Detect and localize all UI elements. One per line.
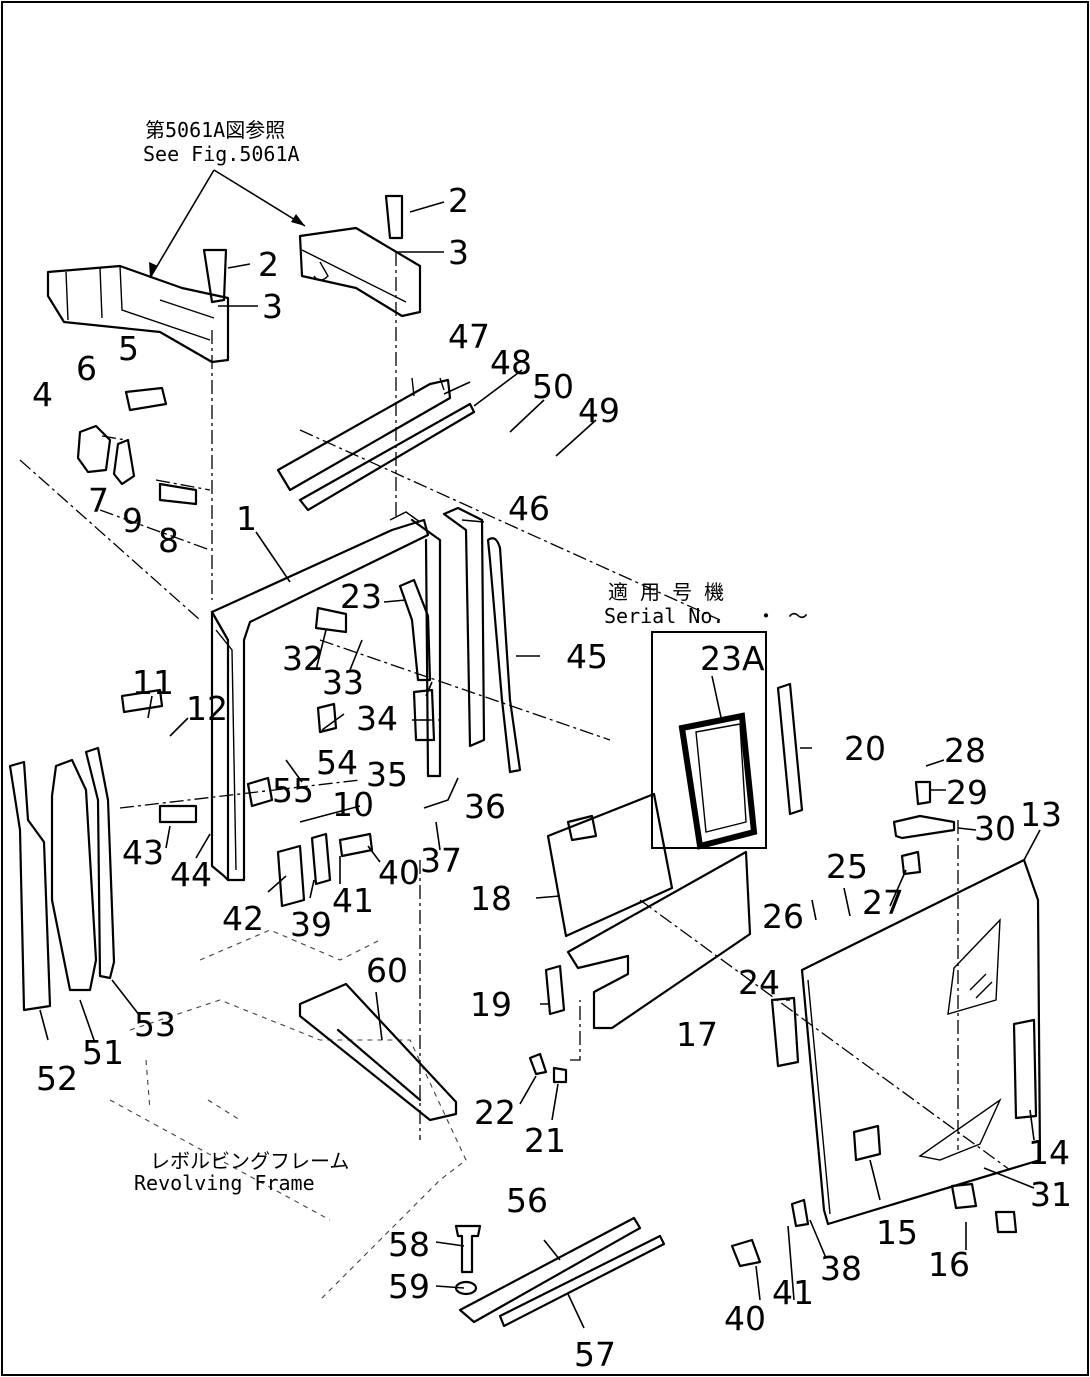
alignment-lines [19, 252, 1011, 1171]
arrowheads [149, 214, 305, 278]
callout-9: 9 [122, 501, 143, 540]
serial-inset-box [651, 631, 767, 849]
callout-26: 26 [762, 897, 804, 936]
callout-39: 39 [290, 905, 332, 944]
callout-11: 11 [132, 663, 174, 702]
lower-rail [458, 1216, 666, 1328]
revolving-frame-outline [109, 929, 467, 1301]
callout-25: 25 [826, 847, 868, 886]
side-trims [398, 506, 522, 774]
callout-57: 57 [574, 1335, 616, 1374]
callout-30: 30 [974, 809, 1016, 848]
callout-35: 35 [366, 755, 408, 794]
lower-bolt [454, 1224, 482, 1296]
callout-45: 45 [566, 637, 608, 676]
callout-21: 21 [524, 1121, 566, 1160]
serial-note-en: Serial No. [604, 604, 724, 628]
left-fasteners [76, 194, 436, 908]
callout-4: 4 [32, 375, 53, 414]
callout-42: 42 [222, 899, 264, 938]
callout-10: 10 [332, 785, 374, 824]
callout-34: 34 [356, 699, 398, 738]
callout-6: 6 [76, 349, 97, 388]
callout-55: 55 [272, 771, 314, 810]
callout-56: 56 [506, 1181, 548, 1220]
callout-54: 54 [316, 743, 358, 782]
callout-3: 3 [448, 233, 469, 272]
callout-23: 23 [340, 577, 382, 616]
left-trims [8, 746, 116, 1012]
callout-23a: 23A [700, 639, 765, 678]
callout-27: 27 [862, 883, 904, 922]
callout-28: 28 [944, 731, 986, 770]
callout-33: 33 [322, 663, 364, 702]
callout-7: 7 [88, 481, 109, 520]
callout-38: 38 [820, 1249, 862, 1288]
callout-leaders [39, 201, 1041, 1329]
revolving-frame-note-en: Revolving Frame [134, 1171, 315, 1195]
callout-53: 53 [134, 1005, 176, 1044]
callout-18: 18 [470, 879, 512, 918]
callout-41: 41 [772, 1273, 814, 1312]
upper-left-bracket [46, 264, 230, 364]
callout-22: 22 [474, 1093, 516, 1132]
serial-note-jp: 適 用 号 機 [608, 580, 724, 604]
see-fig-leader [149, 169, 306, 279]
trim-20 [776, 682, 804, 816]
callout-12: 12 [186, 689, 228, 728]
callout-8: 8 [158, 521, 179, 560]
callout-17: 17 [676, 1015, 718, 1054]
callout-37: 37 [420, 841, 462, 880]
callout-59: 59 [388, 1267, 430, 1306]
callout-24: 24 [738, 963, 780, 1002]
callout-3: 3 [262, 287, 283, 326]
callout-48: 48 [490, 343, 532, 382]
callout-19: 19 [470, 985, 512, 1024]
main-frame [210, 511, 442, 882]
callout-49: 49 [578, 391, 620, 430]
callout-50: 50 [532, 367, 574, 406]
callout-40: 40 [724, 1299, 766, 1338]
top-channel [276, 377, 476, 512]
callout-47: 47 [448, 317, 490, 356]
callout-16: 16 [928, 1245, 970, 1284]
see-fig-note-en: See Fig.5061A [143, 142, 300, 166]
callout-14: 14 [1028, 1133, 1070, 1172]
callout-2: 2 [258, 245, 279, 284]
callout-36: 36 [464, 787, 506, 826]
callout-32: 32 [282, 639, 324, 678]
callout-1: 1 [236, 499, 257, 538]
callout-44: 44 [170, 855, 212, 894]
main-door-13 [730, 780, 1042, 1268]
see-fig-note-jp: 第5061A図参照 [145, 118, 285, 142]
callout-60: 60 [366, 951, 408, 990]
callout-5: 5 [118, 329, 139, 368]
callout-2: 2 [448, 181, 469, 220]
callout-41: 41 [332, 881, 374, 920]
callout-13: 13 [1020, 795, 1062, 834]
callout-52: 52 [36, 1059, 78, 1098]
revolving-frame-note-jp: レボルビングフレーム [150, 1149, 349, 1173]
callout-51: 51 [82, 1033, 124, 1072]
serial-range: ・ ～ [756, 604, 808, 628]
callout-46: 46 [508, 489, 550, 528]
glass-23a [678, 712, 758, 850]
upper-right-bracket [298, 226, 422, 318]
callout-29: 29 [946, 773, 988, 812]
callout-40: 40 [378, 853, 420, 892]
callout-31: 31 [1030, 1175, 1072, 1214]
door-panels [528, 792, 752, 1084]
callout-labels: 1 2 2 3 3 4 5 6 7 8 9 10 11 12 13 14 15 … [32, 181, 1072, 1374]
callout-43: 43 [122, 833, 164, 872]
callout-15: 15 [876, 1213, 918, 1252]
callout-58: 58 [388, 1225, 430, 1264]
callout-20: 20 [844, 729, 886, 768]
